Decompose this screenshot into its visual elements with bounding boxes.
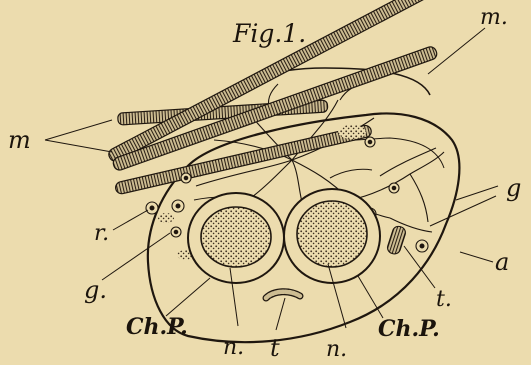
label-chp-left: Ch.P. [126, 314, 188, 340]
left-nucleus-core [201, 207, 271, 267]
right-nucleus-chp [284, 189, 380, 283]
left-nucleus-chp [188, 193, 284, 283]
ringed-cell [389, 183, 399, 193]
label-n-left: n. [223, 335, 244, 360]
label-g-right: g [506, 174, 521, 202]
label-m-top-right: m. [480, 5, 508, 30]
ringed-cell [171, 227, 181, 237]
ringed-cell [365, 137, 375, 147]
segmented-body-right [386, 225, 407, 256]
figure-title: Fig.1. [232, 19, 306, 48]
label-n-right: n. [326, 337, 347, 362]
granule-patch [158, 213, 174, 223]
label-t-bottom: t [270, 334, 280, 362]
label-chp-right: Ch.P. [378, 316, 440, 342]
label-g-left: g. [84, 276, 107, 304]
ringed-cell [172, 200, 184, 212]
ringed-cell [416, 240, 428, 252]
ringed-cell [146, 202, 158, 214]
label-m-left: m [8, 126, 31, 154]
granule-patch [338, 125, 366, 139]
ringed-cell [181, 173, 191, 183]
label-a: a [495, 248, 509, 276]
label-t-right: t. [436, 287, 452, 312]
segmented-body-bottom [266, 292, 300, 298]
right-nucleus-core [297, 201, 367, 267]
label-r: r. [94, 221, 109, 246]
